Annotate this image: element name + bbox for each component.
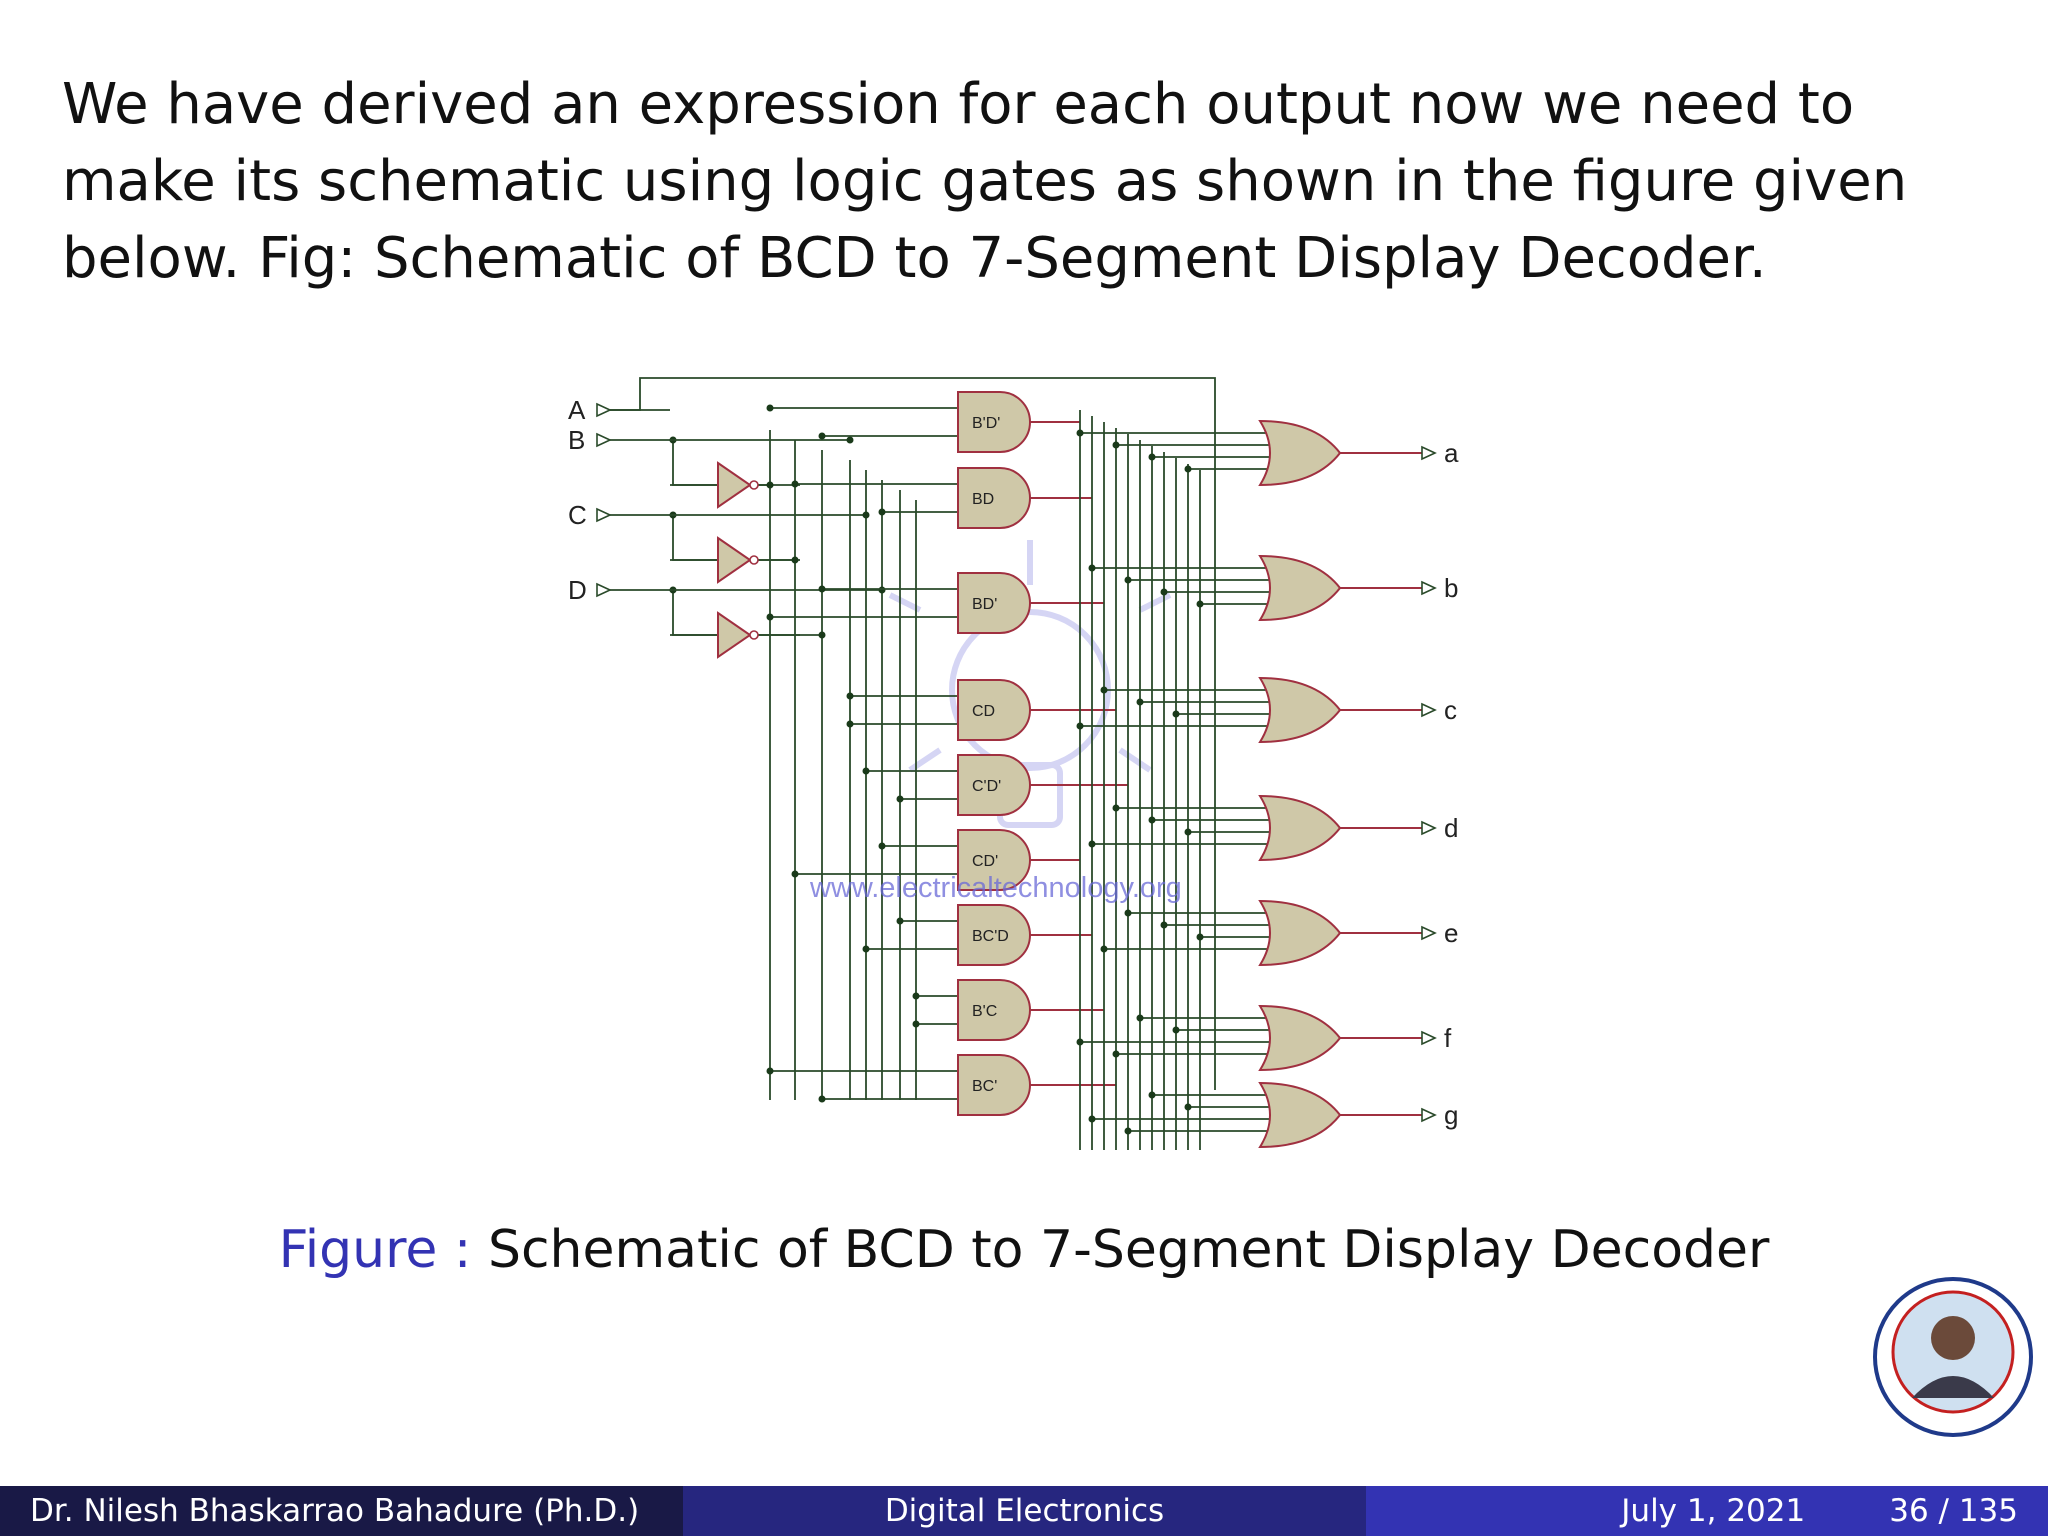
output-port-icon [1421,1030,1437,1046]
and-gate [957,467,1031,529]
and-gate [957,754,1031,816]
output-label-e: e [1444,918,1458,948]
output-port-icon [1421,702,1437,718]
figure-caption-text: Schematic of BCD to 7-Segment Display De… [487,1220,1770,1280]
slide-intro-text: We have derived an expression for each o… [62,72,1908,291]
footer-author: Dr. Nilesh Bhaskarrao Bahadure (Ph.D.) [0,1486,683,1536]
output-label-d: d [1444,813,1458,843]
and-gate-label: BD [972,491,994,508]
or-gate [1258,794,1342,862]
avatar [1931,1316,1975,1360]
and-gate [957,1054,1031,1116]
and-gate-label: C'D' [972,778,1001,795]
or-gate [1258,676,1342,744]
footer-course: Digital Electronics [683,1486,1366,1536]
output-label-a: a [1444,438,1459,468]
academy-logo [1873,1277,2033,1437]
input-label-a: A [568,395,586,425]
output-label-f: f [1444,1023,1452,1053]
output-label-g: g [1444,1100,1458,1130]
input-label-d: D [568,575,587,605]
and-gate [957,572,1031,634]
input-port-icon [596,432,612,448]
output-port-icon [1421,820,1437,836]
and-gate-label: B'D' [972,415,1000,432]
and-gate-label: B'C [972,1003,997,1020]
or-gate [1258,899,1342,967]
input-port-icon [596,507,612,523]
output-label-b: b [1444,573,1458,603]
and-gate [957,904,1031,966]
or-gate [1258,1004,1342,1072]
not-gate [717,461,752,509]
input-label-c: C [568,500,587,530]
output-port-icon [1421,445,1437,461]
and-gate-label: CD [972,703,995,720]
figure-caption: Figure : Schematic of BCD to 7-Segment D… [0,1220,2048,1280]
watermark-text: www.electricaltechnology.org [809,872,1182,904]
figure-caption-label: Figure : [278,1220,472,1280]
footer-date-page: July 1, 2021 36 / 135 [1366,1486,2048,1536]
and-gate-label: BC'D [972,928,1009,945]
and-gate-label: BC' [972,1078,997,1095]
slide-footer: Dr. Nilesh Bhaskarrao Bahadure (Ph.D.) D… [0,1486,2048,1536]
or-gate [1258,419,1342,487]
output-port-icon [1421,925,1437,941]
and-gate-label: CD' [972,853,998,870]
input-port-icon [596,402,612,418]
or-gate [1258,554,1342,622]
and-gate [957,679,1031,741]
output-label-c: c [1444,695,1457,725]
and-gate [957,391,1031,453]
not-gate [717,611,752,659]
or-gate [1258,1081,1342,1149]
output-port-icon [1421,1107,1437,1123]
and-gate [957,829,1031,891]
and-gate [957,979,1031,1041]
input-port-icon [596,582,612,598]
footer-date: July 1, 2021 [1621,1493,1806,1529]
not-gate [717,536,752,584]
footer-page-number: 36 / 135 [1889,1493,2018,1529]
output-port-icon [1421,580,1437,596]
input-label-b: B [568,425,585,455]
and-gate-label: BD' [972,596,997,613]
